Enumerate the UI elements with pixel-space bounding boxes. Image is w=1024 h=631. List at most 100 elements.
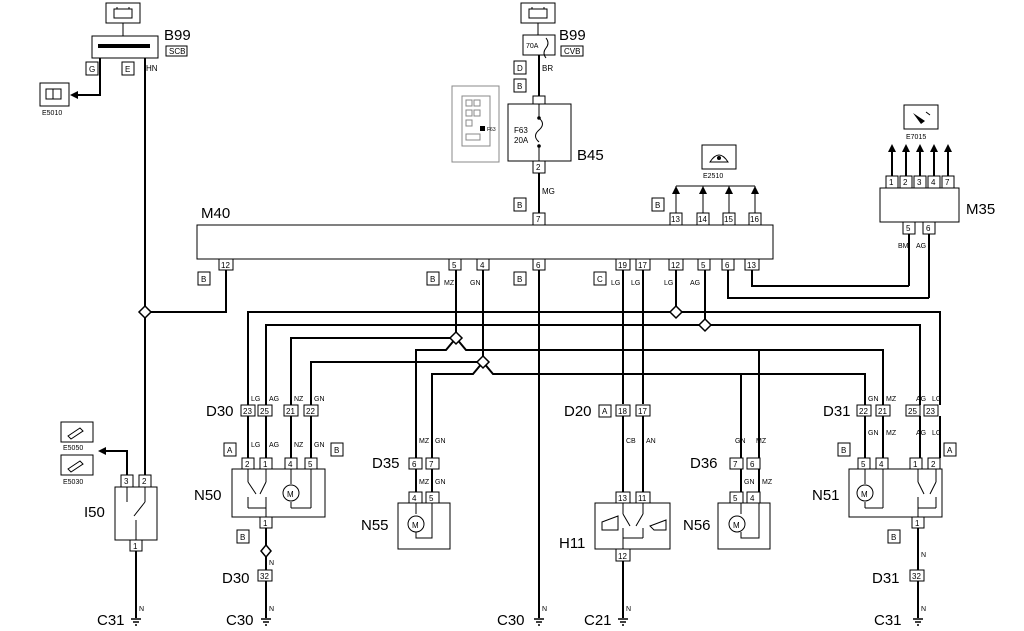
svg-text:22: 22	[859, 407, 868, 416]
n51-motor-icon	[856, 484, 874, 502]
i50-switch-symbol	[126, 487, 146, 540]
svg-text:A: A	[947, 446, 953, 455]
svg-text:6: 6	[926, 224, 931, 233]
svg-text:7: 7	[945, 178, 950, 187]
svg-text:4: 4	[879, 460, 884, 469]
svg-text:C: C	[597, 275, 603, 284]
m35-label: M35	[966, 201, 995, 218]
i50-label: I50	[84, 504, 105, 521]
svg-text:LG: LG	[251, 442, 260, 449]
svg-text:12: 12	[618, 552, 627, 561]
svg-text:4: 4	[288, 460, 293, 469]
svg-text:B: B	[201, 275, 206, 284]
svg-text:B: B	[334, 446, 339, 455]
svg-text:3: 3	[124, 477, 129, 486]
svg-text:N: N	[626, 606, 631, 613]
svg-text:M: M	[412, 521, 419, 530]
svg-text:5: 5	[308, 460, 313, 469]
svg-text:5: 5	[733, 494, 738, 503]
b99-scb-label: B99	[164, 27, 191, 44]
svg-text:GN: GN	[435, 438, 446, 445]
svg-text:7: 7	[536, 215, 541, 224]
d36-label: D36	[690, 455, 718, 472]
d30-ground-label: D30	[222, 570, 250, 587]
ground-c30-left: C30	[226, 612, 254, 629]
svg-text:M: M	[287, 490, 294, 499]
svg-text:B: B	[430, 275, 435, 284]
svg-text:14: 14	[698, 215, 707, 224]
svg-text:N: N	[921, 606, 926, 613]
svg-text:4: 4	[931, 178, 936, 187]
mg-wire-label: MG	[542, 187, 555, 196]
junction-markers	[137, 304, 713, 370]
n50-motor-icon	[282, 484, 300, 502]
ground-symbols	[131, 618, 923, 626]
svg-text:GN: GN	[470, 280, 481, 287]
n50-switch-symbol	[247, 469, 312, 517]
e2510-icon	[701, 144, 737, 170]
svg-text:LG: LG	[932, 430, 941, 437]
svg-text:6: 6	[750, 460, 755, 469]
svg-text:F63: F63	[487, 127, 496, 133]
svg-text:AG: AG	[916, 430, 926, 437]
svg-text:17: 17	[638, 407, 647, 416]
m40-label: M40	[201, 205, 230, 222]
svg-text:A: A	[602, 407, 608, 416]
svg-text:12: 12	[671, 261, 680, 270]
svg-text:M: M	[861, 490, 868, 499]
svg-text:B: B	[517, 275, 522, 284]
svg-text:6: 6	[725, 261, 730, 270]
fusebox-location-icon: F63	[451, 85, 500, 163]
svg-text:MZ: MZ	[444, 280, 455, 287]
svg-text:3: 3	[917, 178, 922, 187]
n50-label: N50	[194, 487, 222, 504]
n56-motor-icon	[728, 515, 746, 533]
ground-c31-right: C31	[874, 612, 902, 629]
e5030-icon	[60, 454, 94, 476]
b99-scb-sub: SCB	[169, 47, 185, 56]
svg-text:2: 2	[903, 178, 908, 187]
svg-text:1: 1	[915, 519, 920, 528]
svg-text:4: 4	[750, 494, 755, 503]
svg-text:19: 19	[618, 261, 627, 270]
svg-text:NZ: NZ	[294, 442, 304, 449]
svg-text:MZ: MZ	[419, 438, 430, 445]
e2510-label: E2510	[703, 173, 723, 180]
n50-window-motor-unit	[231, 468, 326, 518]
svg-text:7: 7	[733, 460, 738, 469]
e5010-label: E5010	[42, 110, 62, 117]
svg-text:LG: LG	[251, 396, 260, 403]
svg-text:N: N	[269, 606, 274, 613]
svg-text:B: B	[655, 201, 660, 210]
m35-module	[879, 187, 960, 223]
svg-text:CB: CB	[626, 438, 636, 445]
b99-scb-battery-icon	[105, 2, 141, 24]
svg-text:GN: GN	[435, 479, 446, 486]
d31-ground-label: D31	[872, 570, 900, 587]
svg-text:LG: LG	[932, 396, 941, 403]
svg-text:E: E	[125, 65, 130, 74]
svg-text:16: 16	[750, 215, 759, 224]
n51-label: N51	[812, 487, 840, 504]
svg-text:25: 25	[260, 407, 269, 416]
n56-label: N56	[683, 517, 711, 534]
svg-text:AG: AG	[269, 442, 279, 449]
svg-text:N: N	[139, 606, 144, 613]
e5050-label: E5050	[63, 445, 83, 452]
svg-text:AN: AN	[646, 438, 656, 445]
hn-wire-label: HN	[146, 64, 158, 73]
svg-text:2: 2	[142, 477, 147, 486]
svg-text:GN: GN	[314, 442, 325, 449]
d30-label: D30	[206, 403, 234, 420]
svg-text:MZ: MZ	[762, 479, 773, 486]
svg-text:22: 22	[306, 407, 315, 416]
n55-label: N55	[361, 517, 389, 534]
svg-text:GN: GN	[868, 430, 879, 437]
svg-text:7: 7	[429, 460, 434, 469]
svg-text:2: 2	[245, 460, 250, 469]
svg-text:1: 1	[889, 178, 894, 187]
d31-label: D31	[823, 403, 851, 420]
br-wire-label: BR	[542, 64, 553, 73]
b99-cvb-label: B99	[559, 27, 586, 44]
